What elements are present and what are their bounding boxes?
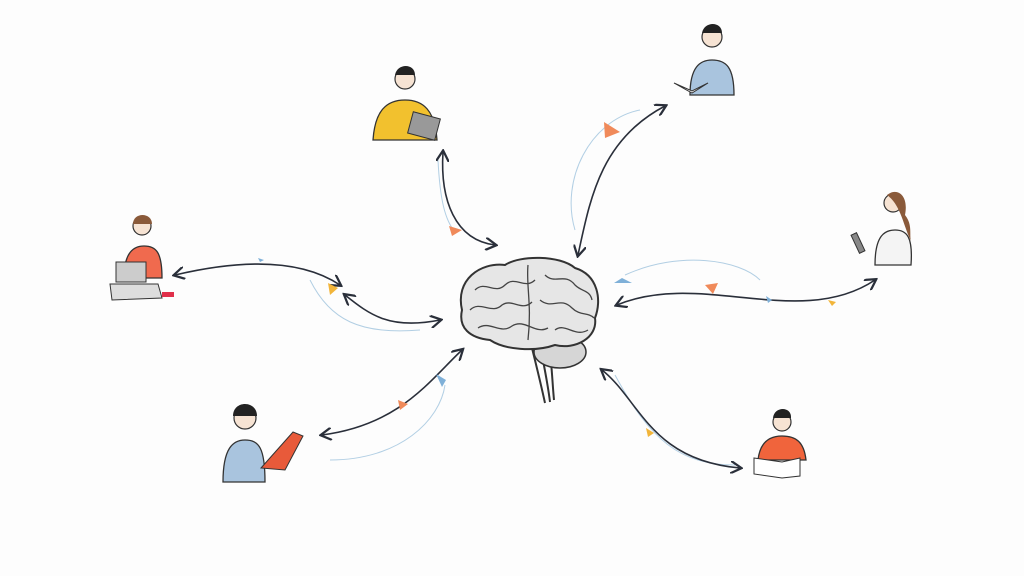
tablet-icon [850, 232, 866, 254]
book-icon [753, 457, 801, 479]
person-blue-sweater-laptop [222, 404, 304, 483]
person-red-shirt-book [753, 409, 807, 479]
person-yellow-sweater-tablet [372, 66, 441, 141]
brain-icon [459, 256, 600, 404]
laptop-icon [259, 431, 304, 471]
arrow-from-red-top-person [345, 295, 440, 323]
arrow-to-ponytail-person [617, 280, 875, 305]
tablet-icon [407, 111, 441, 141]
arrow-to-blue-sweater-person [322, 350, 462, 435]
arrow-to-blue-shirt-person [578, 106, 665, 255]
person-red-top-laptop [109, 215, 174, 301]
book-icon [673, 82, 709, 94]
person-ponytail-tablet [850, 191, 913, 266]
color-accents [258, 122, 836, 437]
printer-icon [109, 283, 163, 301]
person-blue-shirt-book [673, 24, 735, 96]
arrow-to-red-shirt-person [602, 370, 740, 468]
arrow-to-yellow-person [443, 152, 495, 245]
laptop-icon [115, 261, 147, 283]
arrow-to-red-top-person [175, 263, 340, 285]
